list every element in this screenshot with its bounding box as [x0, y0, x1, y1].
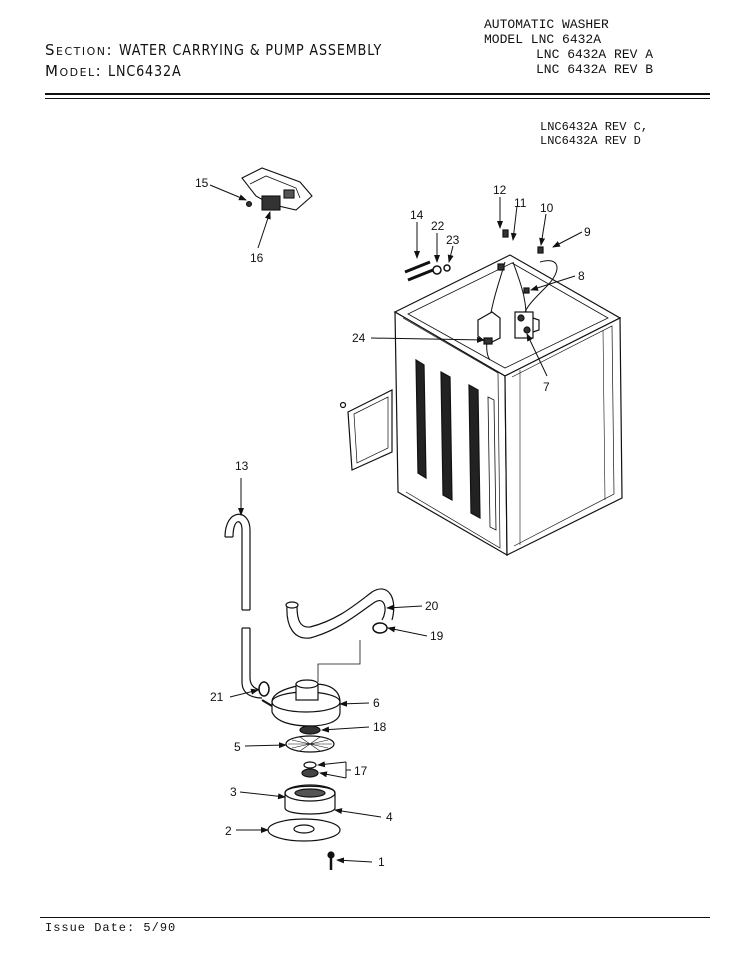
callout-21: 21 — [210, 690, 224, 704]
product-line: AUTOMATIC WASHER — [484, 17, 609, 32]
footer-rule — [40, 917, 710, 918]
callout-1: 1 — [378, 855, 385, 869]
model-variants: LNC6432A REV C, LNC6432A REV D — [540, 120, 648, 148]
callout-2: 2 — [225, 824, 232, 838]
callout-12: 12 — [493, 183, 507, 197]
model-line: Model: LNC6432A — [45, 61, 428, 82]
callout-10: 10 — [540, 201, 554, 215]
callout-18: 18 — [373, 720, 387, 734]
issue-date: Issue Date: 5/90 — [45, 921, 177, 935]
callout-13: 13 — [235, 459, 249, 473]
section-label: Section: — [45, 41, 114, 59]
callout-24: 24 — [352, 331, 366, 345]
variant-d: LNC6432A REV D — [540, 134, 641, 148]
header-rule-thin — [45, 98, 710, 99]
callout-11: 11 — [514, 196, 527, 210]
model-label: Model: — [45, 62, 103, 80]
header-rule-thick — [45, 93, 710, 95]
section-line: Section: WATER CARRYING & PUMP ASSEMBLY — [45, 40, 428, 61]
model-line-1: MODEL LNC 6432A — [484, 32, 602, 47]
callout-19: 19 — [430, 629, 444, 643]
callout-7: 7 — [543, 380, 550, 394]
model-line-3: LNC 6432A REV B — [536, 62, 654, 77]
callout-15: 15 — [195, 176, 209, 190]
model-line-2: LNC 6432A REV A — [536, 47, 654, 62]
callout-9: 9 — [584, 225, 591, 239]
callout-3: 3 — [230, 785, 237, 799]
model-value: LNC6432A — [107, 62, 182, 80]
section-header: Section: WATER CARRYING & PUMP ASSEMBLY … — [45, 40, 428, 82]
cabinet-drawing — [339, 229, 623, 557]
callout-23: 23 — [446, 233, 460, 247]
product-info: AUTOMATIC WASHER MODEL LNC 6432A LNC 643… — [484, 17, 653, 77]
section-title: WATER CARRYING & PUMP ASSEMBLY — [118, 41, 382, 59]
pump-hose-drawing — [285, 588, 395, 682]
callout-8: 8 — [578, 269, 585, 283]
variant-c: LNC6432A REV C, — [540, 120, 649, 134]
callout-labels: 1 2 3 4 5 6 7 8 9 10 11 12 13 14 15 16 1… — [195, 176, 591, 869]
pump-assembly-drawing — [261, 679, 341, 870]
callout-16: 16 — [250, 251, 264, 265]
callout-20: 20 — [425, 599, 439, 613]
callout-22: 22 — [431, 219, 445, 233]
leader-lines — [209, 184, 583, 864]
hinge-bracket-drawing — [241, 167, 313, 211]
callout-6: 6 — [373, 696, 380, 710]
drain-hose-drawing — [224, 513, 270, 699]
callout-17: 17 — [354, 764, 368, 778]
callout-14: 14 — [410, 208, 424, 222]
callout-4: 4 — [386, 810, 393, 824]
callout-5: 5 — [234, 740, 241, 754]
